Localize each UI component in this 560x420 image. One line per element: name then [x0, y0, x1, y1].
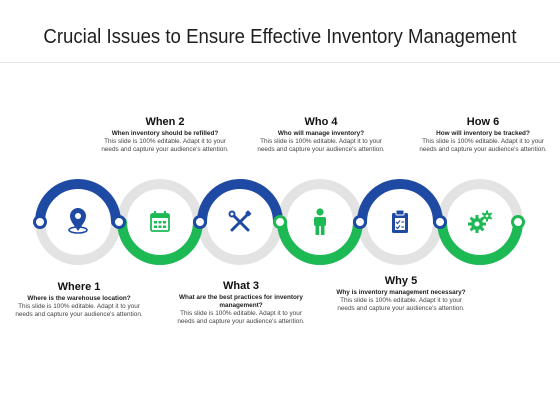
- step-heading: What 3: [222, 280, 260, 292]
- step-description: This slide is 100% editable. Adapt it to…: [101, 138, 229, 153]
- blue-arcs: [35, 179, 443, 227]
- step-description: This slide is 100% editable. Adapt it to…: [177, 310, 305, 325]
- step-description: This slide is 100% editable. Adapt it to…: [257, 138, 385, 153]
- step-question: Where is the warehouse location?: [27, 295, 131, 302]
- dot-2: [112, 215, 126, 229]
- slide-title: Crucial Issues to Ensure Effective Inven…: [43, 26, 517, 48]
- step-block-how: How 6 How will inventory be tracked? Thi…: [418, 116, 548, 154]
- step-heading: Why 5: [384, 275, 418, 287]
- dot-3: [193, 215, 207, 229]
- step-question: Why is inventory management necessary?: [336, 289, 466, 296]
- step-block-who: Who 4 Who will manage inventory? This sl…: [256, 116, 386, 154]
- step-block-what: What 3 What are the best practices for i…: [176, 280, 306, 326]
- connector-dots: [33, 215, 525, 229]
- step-description: This slide is 100% editable. Adapt it to…: [337, 297, 465, 312]
- person-icon: [314, 208, 326, 235]
- location-pin-icon: [68, 208, 88, 234]
- step-heading: Who 4: [304, 116, 338, 128]
- step-block-when: When 2 When inventory should be refilled…: [100, 116, 230, 154]
- step-block-why: Why 5 Why is inventory management necess…: [336, 275, 466, 313]
- calendar-icon: [150, 211, 170, 232]
- step-description: This slide is 100% editable. Adapt it to…: [419, 138, 547, 153]
- arc-top-5: [357, 179, 443, 227]
- arc-bottom-2: [117, 217, 203, 265]
- dot-6: [433, 215, 447, 229]
- step-question: How will inventory be tracked?: [436, 130, 530, 137]
- arc-bottom-6: [437, 217, 523, 265]
- step-question: What are the best practices for inventor…: [179, 294, 303, 309]
- step-block-where: Where 1 Where is the warehouse location?…: [14, 281, 144, 319]
- arc-top-3: [197, 179, 283, 227]
- step-question: When inventory should be refilled?: [111, 130, 219, 137]
- dot-5: [353, 215, 367, 229]
- arc-bottom-4: [277, 217, 363, 265]
- arc-top-1: [35, 179, 121, 227]
- dot-1: [33, 215, 47, 229]
- step-description: This slide is 100% editable. Adapt it to…: [15, 303, 143, 318]
- green-arcs: [117, 217, 523, 265]
- dot-7: [511, 215, 525, 229]
- step-heading: Where 1: [57, 281, 101, 293]
- gears-icon: [468, 210, 493, 233]
- step-heading: When 2: [145, 116, 185, 128]
- step-heading: How 6: [466, 116, 500, 128]
- title-divider: [0, 62, 560, 63]
- tools-icon: [228, 210, 252, 232]
- step-question: Who will manage inventory?: [277, 130, 365, 137]
- dot-4: [273, 215, 287, 229]
- clipboard-icon: [392, 209, 408, 233]
